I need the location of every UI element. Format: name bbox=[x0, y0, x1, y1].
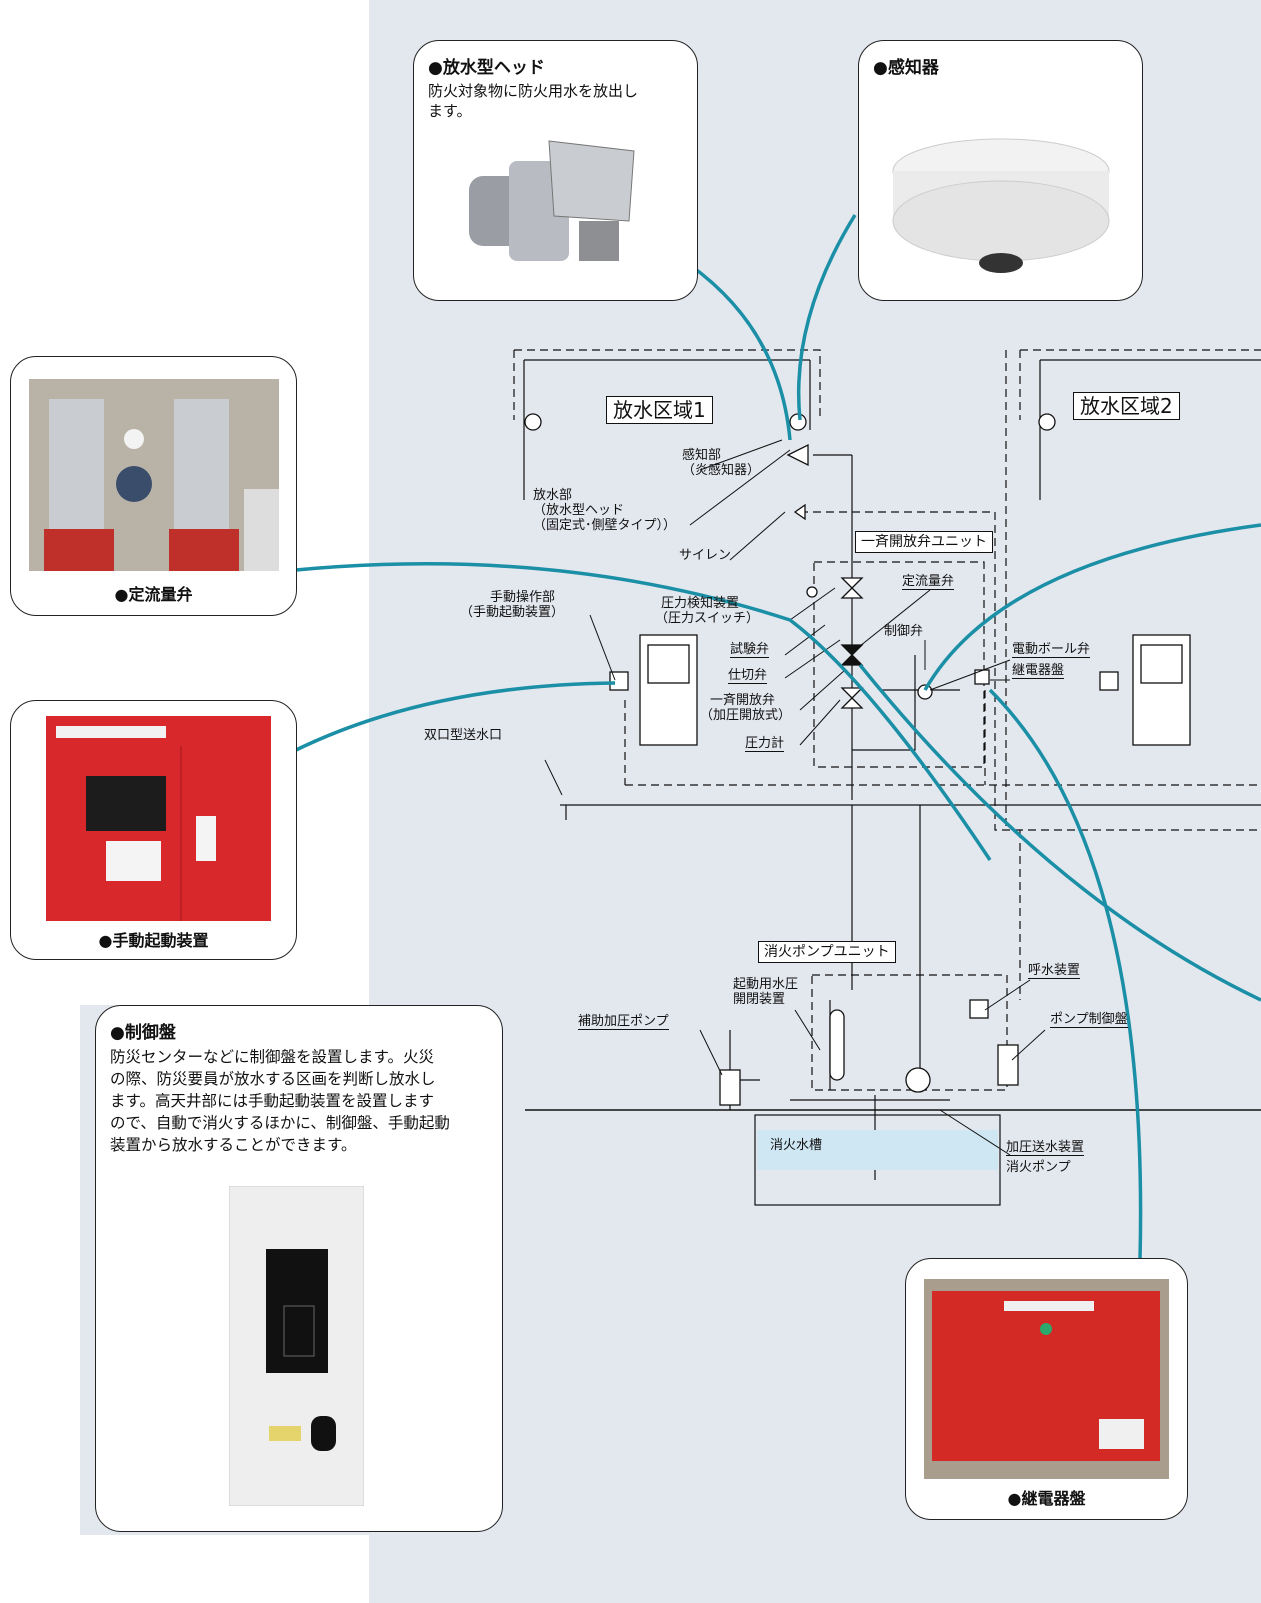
card-title: ●感知器 bbox=[873, 58, 939, 78]
card-description: 防災センターなどに制御盤を設置します。火災 の際、防災要員が放水する区画を判断し… bbox=[110, 1048, 450, 1154]
relay-panel-photo bbox=[924, 1279, 1169, 1479]
leader-relay bbox=[988, 688, 1143, 1261]
ball-valve-symbol bbox=[917, 684, 933, 700]
card-caption: ●定流量弁 bbox=[114, 585, 193, 604]
manual-op-symbol-2 bbox=[1099, 671, 1119, 691]
label-twin-inlet: 双口型送水口 bbox=[424, 728, 503, 743]
manual-device-cabinet-2 bbox=[1132, 634, 1191, 746]
fire-pump-symbol bbox=[905, 1067, 931, 1093]
label-start-pressure: 起動用水圧 開閉装置 bbox=[733, 977, 799, 1007]
detector-symbol-1 bbox=[524, 413, 542, 431]
head-symbol bbox=[786, 443, 809, 467]
card-title: ●制御盤 bbox=[110, 1023, 176, 1043]
zone2-label: 放水区域2 bbox=[1073, 392, 1180, 420]
card-manual-device: ●手動起動装置 bbox=[10, 700, 297, 960]
label-pressure-gauge: 圧力計 bbox=[745, 736, 785, 752]
card-caption: ●手動起動装置 bbox=[98, 931, 209, 950]
label-tank: 消火水槽 bbox=[770, 1138, 823, 1153]
label-aux-pump: 補助加圧ポンプ bbox=[578, 1014, 669, 1030]
detector-symbol-3 bbox=[1038, 413, 1056, 431]
leader-detector bbox=[796, 214, 857, 421]
card-control-panel: ●制御盤 防災センターなどに制御盤を設置します。火災 の際、防災要員が放水する区… bbox=[95, 1005, 503, 1532]
label-discharge: 放水部 （放水型ヘッド （固定式･側壁タイプ）） bbox=[533, 488, 677, 533]
card-discharge-head: ●放水型ヘッド 防火対象物に防火用水を放出し ます。 bbox=[413, 40, 698, 301]
card-description: 防火対象物に防火用水を放出し ます。 bbox=[428, 82, 639, 120]
detector-photo bbox=[892, 138, 1110, 273]
pump-panel-symbol bbox=[997, 1044, 1019, 1086]
siren-symbol bbox=[793, 503, 806, 521]
valve-symbol bbox=[840, 577, 864, 599]
flow-valve-photo bbox=[29, 379, 279, 571]
valve-unit-label: 一斉開放弁ユニット bbox=[855, 531, 993, 553]
label-sensor: 感知部 （炎感知器） bbox=[682, 448, 761, 478]
manual-device-photo bbox=[46, 716, 271, 921]
label-test-valve: 試験弁 bbox=[730, 642, 770, 658]
discharge-head-photo bbox=[469, 140, 635, 261]
control-panel-photo bbox=[229, 1186, 364, 1506]
label-fire-pump: 消火ポンプ bbox=[1006, 1160, 1071, 1175]
card-flow-valve: ●定流量弁 bbox=[10, 356, 297, 616]
zone1-ceiling-dashed bbox=[514, 349, 821, 420]
tank-outline bbox=[754, 1114, 1001, 1206]
manual-op-symbol bbox=[609, 671, 629, 691]
label-ball-valve: 電動ボール弁 bbox=[1012, 642, 1091, 658]
card-title: ●放水型ヘッド bbox=[428, 58, 545, 78]
label-siren: サイレン bbox=[679, 548, 732, 563]
leader-head bbox=[688, 263, 792, 441]
label-pressurizer: 加圧送水装置 bbox=[1006, 1140, 1085, 1156]
label-priming: 呼水装置 bbox=[1028, 963, 1081, 979]
aux-pump-symbol bbox=[719, 1069, 741, 1106]
pump-unit-label: 消火ポンプユニット bbox=[758, 941, 896, 963]
label-simul-valve: 一斉開放弁 （加圧開放式） bbox=[700, 693, 792, 723]
leader-ball-valve bbox=[923, 523, 1261, 691]
card-detector: ●感知器 bbox=[858, 40, 1143, 301]
label-flow-valve: 定流量弁 bbox=[902, 574, 955, 590]
label-pressure-detect: 圧力検知装置 （圧力スイッチ） bbox=[655, 596, 760, 626]
tank-water bbox=[757, 1130, 998, 1170]
label-control-valve: 制御弁 bbox=[884, 624, 924, 639]
valve-unit-box bbox=[813, 561, 985, 768]
priming-symbol bbox=[969, 999, 989, 1019]
card-caption: ●継電器盤 bbox=[1007, 1489, 1086, 1508]
gate-valve-symbol bbox=[840, 687, 864, 709]
pump-unit-box bbox=[811, 974, 1008, 1091]
label-pump-panel: ポンプ制御盤 bbox=[1050, 1012, 1128, 1028]
label-manual-op: 手動操作部 （手動起動装置） bbox=[460, 590, 565, 620]
card-relay-panel: ●継電器盤 bbox=[905, 1258, 1188, 1520]
label-relay: 継電器盤 bbox=[1012, 663, 1065, 679]
leader-flow-valve bbox=[295, 562, 992, 861]
leader-manual-device bbox=[295, 681, 616, 752]
manual-device-cabinet-1 bbox=[639, 634, 698, 746]
pressure-tank-symbol bbox=[829, 1009, 845, 1081]
zone1-label: 放水区域1 bbox=[606, 396, 713, 424]
label-gate-valve: 仕切弁 bbox=[728, 668, 768, 684]
pressure-switch-symbol bbox=[806, 586, 818, 598]
leader-pump bbox=[858, 663, 1261, 1002]
flow-valve-symbol bbox=[840, 644, 864, 666]
